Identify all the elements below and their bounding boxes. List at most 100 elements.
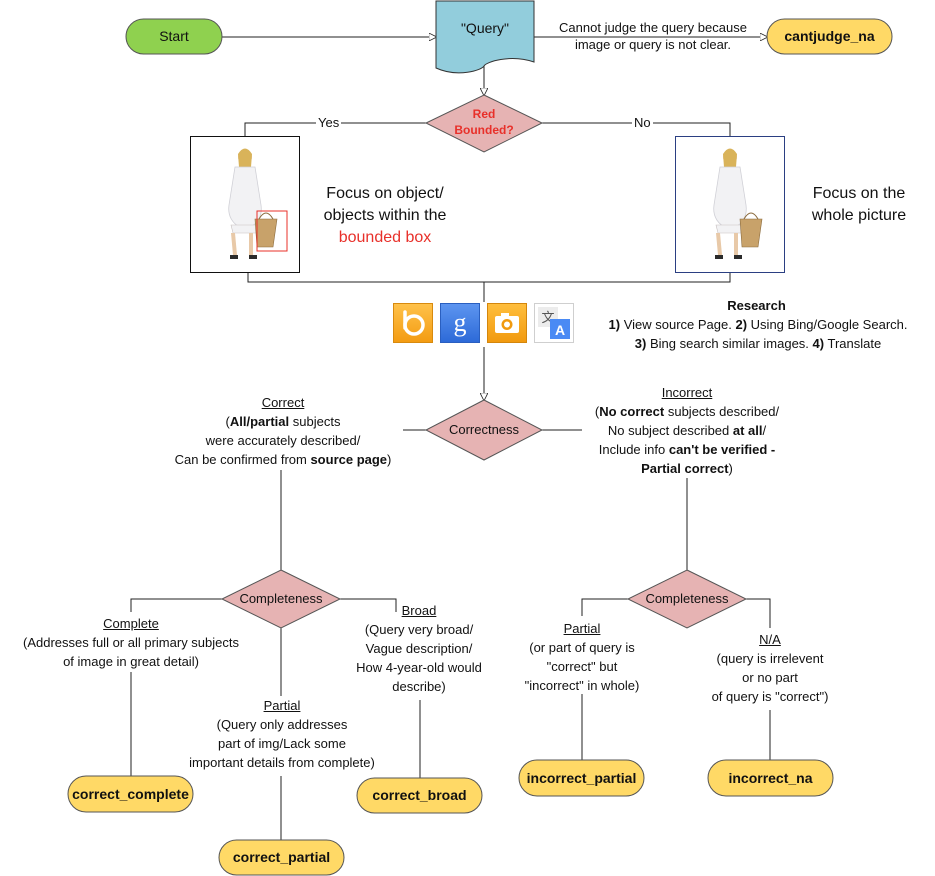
correct-l1-rest: subjects <box>289 414 341 429</box>
incorrect-title: Incorrect <box>661 385 713 400</box>
correct-line3: Can be confirmed from source page) <box>150 450 416 469</box>
correct-l3-bold: source page <box>310 452 388 467</box>
partial-left-line1: (Query only addresses <box>216 717 348 732</box>
na-line3: of query is "correct") <box>711 689 829 704</box>
incorrect-l2-text: No subject described <box>607 423 733 438</box>
focus-object-line2: objects within the <box>323 207 447 224</box>
correct-description: Correct (All/partial subjects were accur… <box>150 393 416 469</box>
correct-partial-label: correct_partial <box>232 849 331 865</box>
cantjudge-note-line2: image or query is not clear. <box>574 37 732 52</box>
completeness-left-label: Completeness <box>239 591 323 606</box>
broad-line2: Vague description/ <box>365 641 473 656</box>
google-icon[interactable]: g <box>440 303 480 343</box>
camera-icon[interactable] <box>487 303 527 343</box>
correct-line2: were accurately described/ <box>205 433 361 448</box>
correct-line1: (All/partial subjects <box>150 412 416 431</box>
research-num-2: 2) <box>735 317 748 332</box>
partial-right-description: Partial (or part of query is "correct" b… <box>508 619 656 695</box>
partial-right-line2: "correct" but <box>546 659 618 674</box>
completeness-right-label: Completeness <box>645 591 729 606</box>
incorrect-na-label: incorrect_na <box>728 770 813 786</box>
incorrect-l1-bold: No correct <box>599 404 665 419</box>
correct-broad-label: correct_broad <box>372 787 467 803</box>
start-label: Start <box>159 28 189 44</box>
broad-line3: How 4-year-old would <box>356 660 482 675</box>
connector-yes-branch <box>244 122 426 136</box>
svg-text:g: g <box>454 308 467 337</box>
partial-left-title: Partial <box>263 698 301 713</box>
red-bounded-line1: Red <box>472 107 496 121</box>
incorrect-l1-rest: subjects described/ <box>664 404 780 419</box>
incorrect-na-terminal[interactable] <box>707 759 834 797</box>
partial-right-line3: "incorrect" in whole) <box>524 678 640 693</box>
partial-left-line2: part of img/Lack some <box>218 736 346 751</box>
research-num-1: 1) <box>608 317 621 332</box>
na-line2: or no part <box>742 670 798 685</box>
research-step-1: View source Page. <box>623 317 732 332</box>
bing-icon[interactable] <box>393 303 433 343</box>
model-figure-left <box>228 148 288 259</box>
incorrect-partial-terminal[interactable] <box>518 759 645 797</box>
partial-left-line3: important details from complete) <box>189 755 375 770</box>
camera-glyph <box>495 313 519 333</box>
start-terminal[interactable] <box>125 18 223 55</box>
correctness-label: Correctness <box>448 422 520 437</box>
cantjudge-note: Cannot judge the query because image or … <box>546 19 760 53</box>
cantjudge-terminal[interactable] <box>766 18 893 55</box>
translate-icon[interactable]: 文 A <box>534 303 574 343</box>
incorrect-l4-bold: Partial correct <box>641 461 729 476</box>
complete-line1: (Addresses full or all primary subjects <box>22 635 240 650</box>
incorrect-partial-label: incorrect_partial <box>526 770 637 786</box>
focus-object-line1: Focus on object/ <box>326 185 444 202</box>
red-bounded-line2: Bounded? <box>454 123 514 137</box>
connector-merge-left <box>247 273 731 283</box>
connector-no-branch <box>542 122 731 136</box>
broad-title: Broad <box>401 603 437 618</box>
incorrect-line4: Partial correct) <box>567 459 807 478</box>
complete-title: Complete <box>103 616 159 631</box>
incorrect-line3: Include info can't be verified - <box>567 440 807 459</box>
connector-complete-branch <box>130 598 222 612</box>
correct-partial-terminal[interactable] <box>218 839 345 876</box>
completeness-right-decision[interactable] <box>626 569 748 629</box>
correct-complete-terminal[interactable] <box>67 775 194 813</box>
focus-object-line3: bounded box <box>338 229 432 246</box>
broad-line4: describe) <box>392 679 446 694</box>
correctness-decision[interactable] <box>424 399 544 461</box>
incorrect-line2: No subject described at all/ <box>567 421 807 440</box>
partial-right-line1: (or part of query is <box>529 640 635 655</box>
yes-edge-label: Yes <box>316 115 342 130</box>
focus-object-text: Focus on object/ objects within the boun… <box>300 183 470 249</box>
connector-na-branch <box>746 598 771 628</box>
correct-l1-bold: All/partial <box>229 414 290 429</box>
query-label: "Query" <box>460 20 510 36</box>
google-glyph: g <box>454 308 467 337</box>
cantjudge-label: cantjudge_na <box>784 28 875 44</box>
whole-image <box>675 136 785 273</box>
research-block: Research 1) View source Page. 2) Using B… <box>588 296 928 353</box>
translate-glyph: 文 A <box>538 307 570 339</box>
research-step-4: Translate <box>827 336 882 351</box>
partial-left-description: Partial (Query only addresses part of im… <box>166 696 398 772</box>
broad-line1: (Query very broad/ <box>364 622 474 637</box>
bounded-image <box>190 136 300 273</box>
research-num-3: 3) <box>634 336 647 351</box>
research-line1: 1) View source Page. 2) Using Bing/Googl… <box>588 315 928 334</box>
research-step-3: Bing search similar images. <box>649 336 809 351</box>
correct-l3-close: ) <box>387 452 392 467</box>
na-line1: (query is irrelevent <box>716 651 824 666</box>
incorrect-line1: (No correct subjects described/ <box>567 402 807 421</box>
focus-whole-line2: whole picture <box>811 207 907 224</box>
red-bounded-label: Red Bounded? <box>436 106 532 138</box>
incorrect-l2-bold: at all <box>732 423 763 438</box>
red-bounded-decision[interactable] <box>424 94 544 153</box>
incorrect-l3-text: Include info <box>598 442 669 457</box>
incorrect-description: Incorrect (No correct subjects described… <box>567 383 807 478</box>
correct-broad-terminal[interactable] <box>356 777 483 814</box>
connector-partial-right-branch <box>581 598 628 616</box>
query-document[interactable] <box>435 0 535 74</box>
completeness-left-decision[interactable] <box>220 569 342 629</box>
focus-whole-text: Focus on the whole picture <box>795 183 923 227</box>
complete-line2: of image in great detail) <box>63 654 199 669</box>
